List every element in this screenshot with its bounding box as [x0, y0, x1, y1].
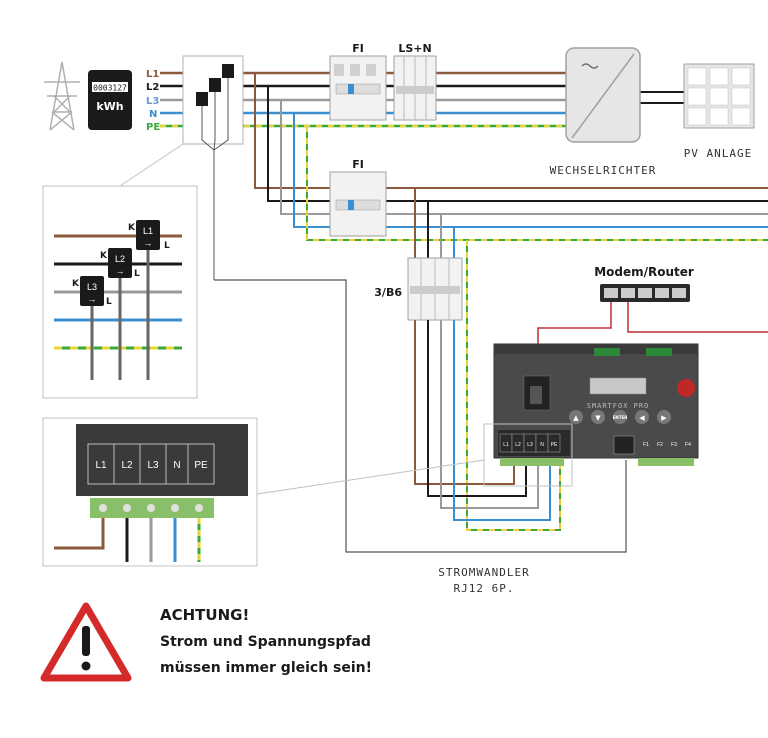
ls-n-breaker: LS+N [393, 42, 437, 121]
power-pylon-icon [44, 61, 80, 131]
down-button[interactable] [591, 410, 605, 424]
up-button[interactable] [569, 410, 583, 424]
dev-term-n: N [540, 442, 544, 448]
warning-title: ACHTUNG! [160, 606, 249, 624]
pv-label: PV ANLAGE [684, 147, 753, 160]
ct-port [613, 435, 635, 455]
zoom-term-pe: PE [194, 460, 208, 471]
svg-text:ENTER: ENTER [613, 415, 628, 420]
warning-icon [40, 602, 132, 682]
zoom-connector [119, 143, 184, 187]
svg-text:→: → [88, 294, 97, 304]
label-l1: L1 [146, 69, 159, 80]
ct-caption-line2: RJ12 6P. [454, 582, 515, 595]
ct-sensor-l2 [108, 248, 132, 278]
router-label: Modem/Router [594, 265, 694, 279]
zoom-term-l3: L3 [147, 460, 159, 471]
b6-drops [414, 188, 561, 531]
bus-labels: L1 L2 L3 N PE [146, 69, 160, 133]
fi-top-label: FI [352, 42, 364, 55]
fi-mid-breaker: FI [329, 158, 387, 237]
label-pe: PE [146, 122, 160, 133]
svg-text:L: L [106, 297, 112, 307]
dev-term-l3: L3 [527, 442, 533, 448]
svg-text:→: → [116, 266, 125, 276]
svg-text:L3: L3 [87, 282, 97, 292]
right-button[interactable] [657, 410, 671, 424]
warning-line2: müssen immer gleich sein! [160, 660, 372, 676]
branch-lines [254, 73, 768, 241]
svg-text:L: L [134, 269, 140, 279]
svg-text:▶: ▶ [661, 414, 667, 422]
svg-text:→: → [144, 238, 153, 248]
dev-term-f2: F2 [657, 442, 663, 448]
ct-zoom-inset: L3 → L2 → L1 → K L K L K L [42, 185, 198, 399]
smartfox-device: SMARTFOX PRO ▲ ▼ ENTER ◀ ▶ L1 L2 L3 N PE [493, 343, 699, 466]
zoom-term-l1: L1 [95, 460, 107, 471]
dev-term-l2: L2 [515, 442, 521, 448]
ct-sensor-box [182, 55, 244, 280]
zoom-term-l2: L2 [121, 460, 133, 471]
svg-text:K: K [100, 251, 108, 261]
energy-meter: 0003127 kWh [88, 70, 132, 130]
svg-text:L1: L1 [143, 226, 153, 236]
b6-breaker: 3/B6 [374, 257, 463, 321]
left-button[interactable] [635, 410, 649, 424]
terminal-zoom-connector [256, 459, 485, 495]
b6-label: 3/B6 [374, 286, 402, 299]
fi-top-breaker: FI [329, 42, 387, 121]
svg-text:◀: ◀ [639, 414, 645, 422]
meter-unit: kWh [96, 100, 123, 113]
ls-n-label: LS+N [398, 42, 431, 55]
ct-cable [214, 279, 627, 553]
device-buttons: ▲ ▼ ENTER ◀ ▶ [569, 410, 671, 424]
svg-text:L2: L2 [115, 254, 125, 264]
terminal-highlight [483, 423, 573, 487]
dev-term-f4: F4 [685, 442, 691, 448]
svg-text:K: K [128, 223, 136, 233]
enter-button[interactable] [613, 410, 627, 424]
device-display [589, 377, 647, 395]
warning-line1: Strom und Spannungspfad [160, 634, 371, 650]
router-group: Modem/Router [537, 265, 768, 376]
pv-panel-icon: PV ANLAGE [683, 63, 755, 160]
b6-to-device [414, 320, 551, 521]
terminal-zoom-inset: L1 L2 L3 N PE [42, 417, 258, 567]
dev-term-pe: PE [551, 442, 558, 448]
label-l2: L2 [146, 82, 159, 93]
inverter-label: WECHSELRICHTER [550, 164, 657, 177]
svg-text:K: K [72, 279, 80, 289]
svg-text:L: L [164, 241, 170, 251]
zoom-term-n: N [173, 460, 180, 471]
label-n: N [149, 109, 157, 120]
ct-sensor-l3 [80, 276, 104, 306]
svg-text:▼: ▼ [595, 414, 601, 422]
ct-caption-line1: STROMWANDLER [438, 566, 529, 579]
fi-mid-label: FI [352, 158, 364, 171]
ct-sensor-l1 [136, 220, 160, 250]
meter-reading: 0003127 [93, 84, 127, 93]
device-brand: SMARTFOX PRO [587, 402, 650, 410]
svg-text:▲: ▲ [573, 414, 579, 422]
dev-term-f3: F3 [671, 442, 677, 448]
dev-term-f1: F1 [643, 442, 649, 448]
device-logo [677, 379, 695, 397]
inverter-icon: WECHSELRICHTER [550, 47, 657, 177]
label-l3: L3 [146, 96, 159, 107]
dev-term-l1: L1 [503, 442, 509, 448]
